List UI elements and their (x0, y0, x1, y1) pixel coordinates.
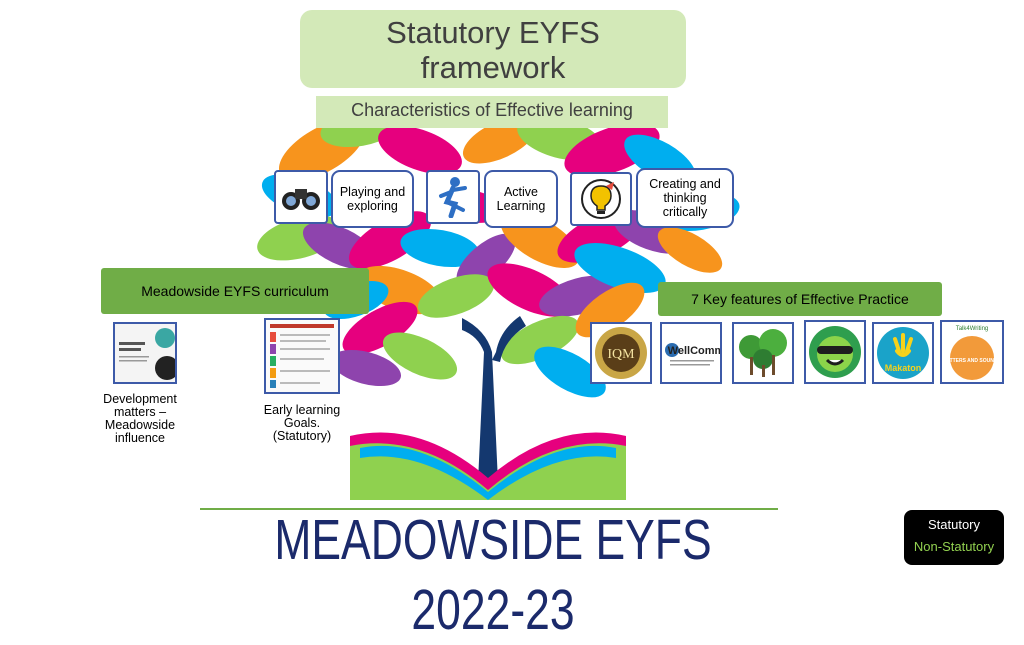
tree-branch (492, 316, 526, 362)
svg-text:Makaton: Makaton (885, 363, 922, 373)
leaf (534, 346, 606, 398)
lightbulb-icon (570, 172, 632, 226)
leaf (417, 274, 495, 318)
leaf (657, 227, 723, 273)
leaf (378, 125, 462, 175)
runner-icon (426, 170, 480, 224)
characteristics-heading: Characteristics of Effective learning (316, 96, 668, 128)
book-mid-page (360, 445, 616, 500)
characteristic-creating-thinking: Creating and thinking critically (636, 168, 734, 228)
development-matters-thumbnail (113, 322, 177, 384)
iqm-award-logo: IQM (590, 322, 652, 384)
characteristic-active-learning: Active Learning (484, 170, 558, 228)
development-matters-caption: Development matters – Meadowside influen… (103, 392, 177, 445)
svg-text:Talk4Writing: Talk4Writing (956, 326, 989, 332)
footer-title: MEADOWSIDE EYFS 2022-23 (274, 508, 712, 642)
leaf (342, 301, 418, 355)
page-title: Statutory EYFS framework (300, 10, 686, 88)
characteristic-playing-exploring: Playing and exploring (331, 170, 414, 228)
book-top-page (350, 432, 626, 490)
svg-text:LETTERS AND SOUNDS: LETTERS AND SOUNDS (943, 358, 1001, 364)
leaf (330, 349, 402, 387)
leaf (574, 243, 666, 293)
early-learning-goals-thumbnail (264, 318, 340, 394)
makaton-logo: Makaton (872, 322, 934, 384)
legend-non-statutory: Non-Statutory (913, 539, 995, 554)
curriculum-bar: Meadowside EYFS curriculum (101, 268, 369, 314)
effective-practice-bar: 7 Key features of Effective Practice (658, 282, 942, 316)
binoculars-icon (274, 170, 328, 224)
forest-trees-logo (732, 322, 794, 384)
legend: Statutory Non-Statutory (904, 510, 1004, 565)
leaf (501, 315, 579, 365)
class-dojo-logo (804, 320, 866, 384)
svg-text:IQM: IQM (607, 347, 635, 362)
early-learning-goals-caption: Early learning Goals. (Statutory) (263, 403, 341, 443)
footer-divider (200, 508, 778, 510)
book-pages (350, 435, 626, 500)
leaf (400, 228, 480, 268)
svg-text:WellComm: WellComm (668, 345, 720, 357)
leaf (456, 233, 516, 287)
legend-statutory: Statutory (927, 517, 981, 532)
tree-trunk (462, 318, 498, 482)
letters-and-sounds-logo: Talk4Writing LETTERS AND SOUNDS (940, 320, 1004, 384)
leaf (382, 332, 458, 380)
wellcomm-logo: WellComm (660, 322, 722, 384)
